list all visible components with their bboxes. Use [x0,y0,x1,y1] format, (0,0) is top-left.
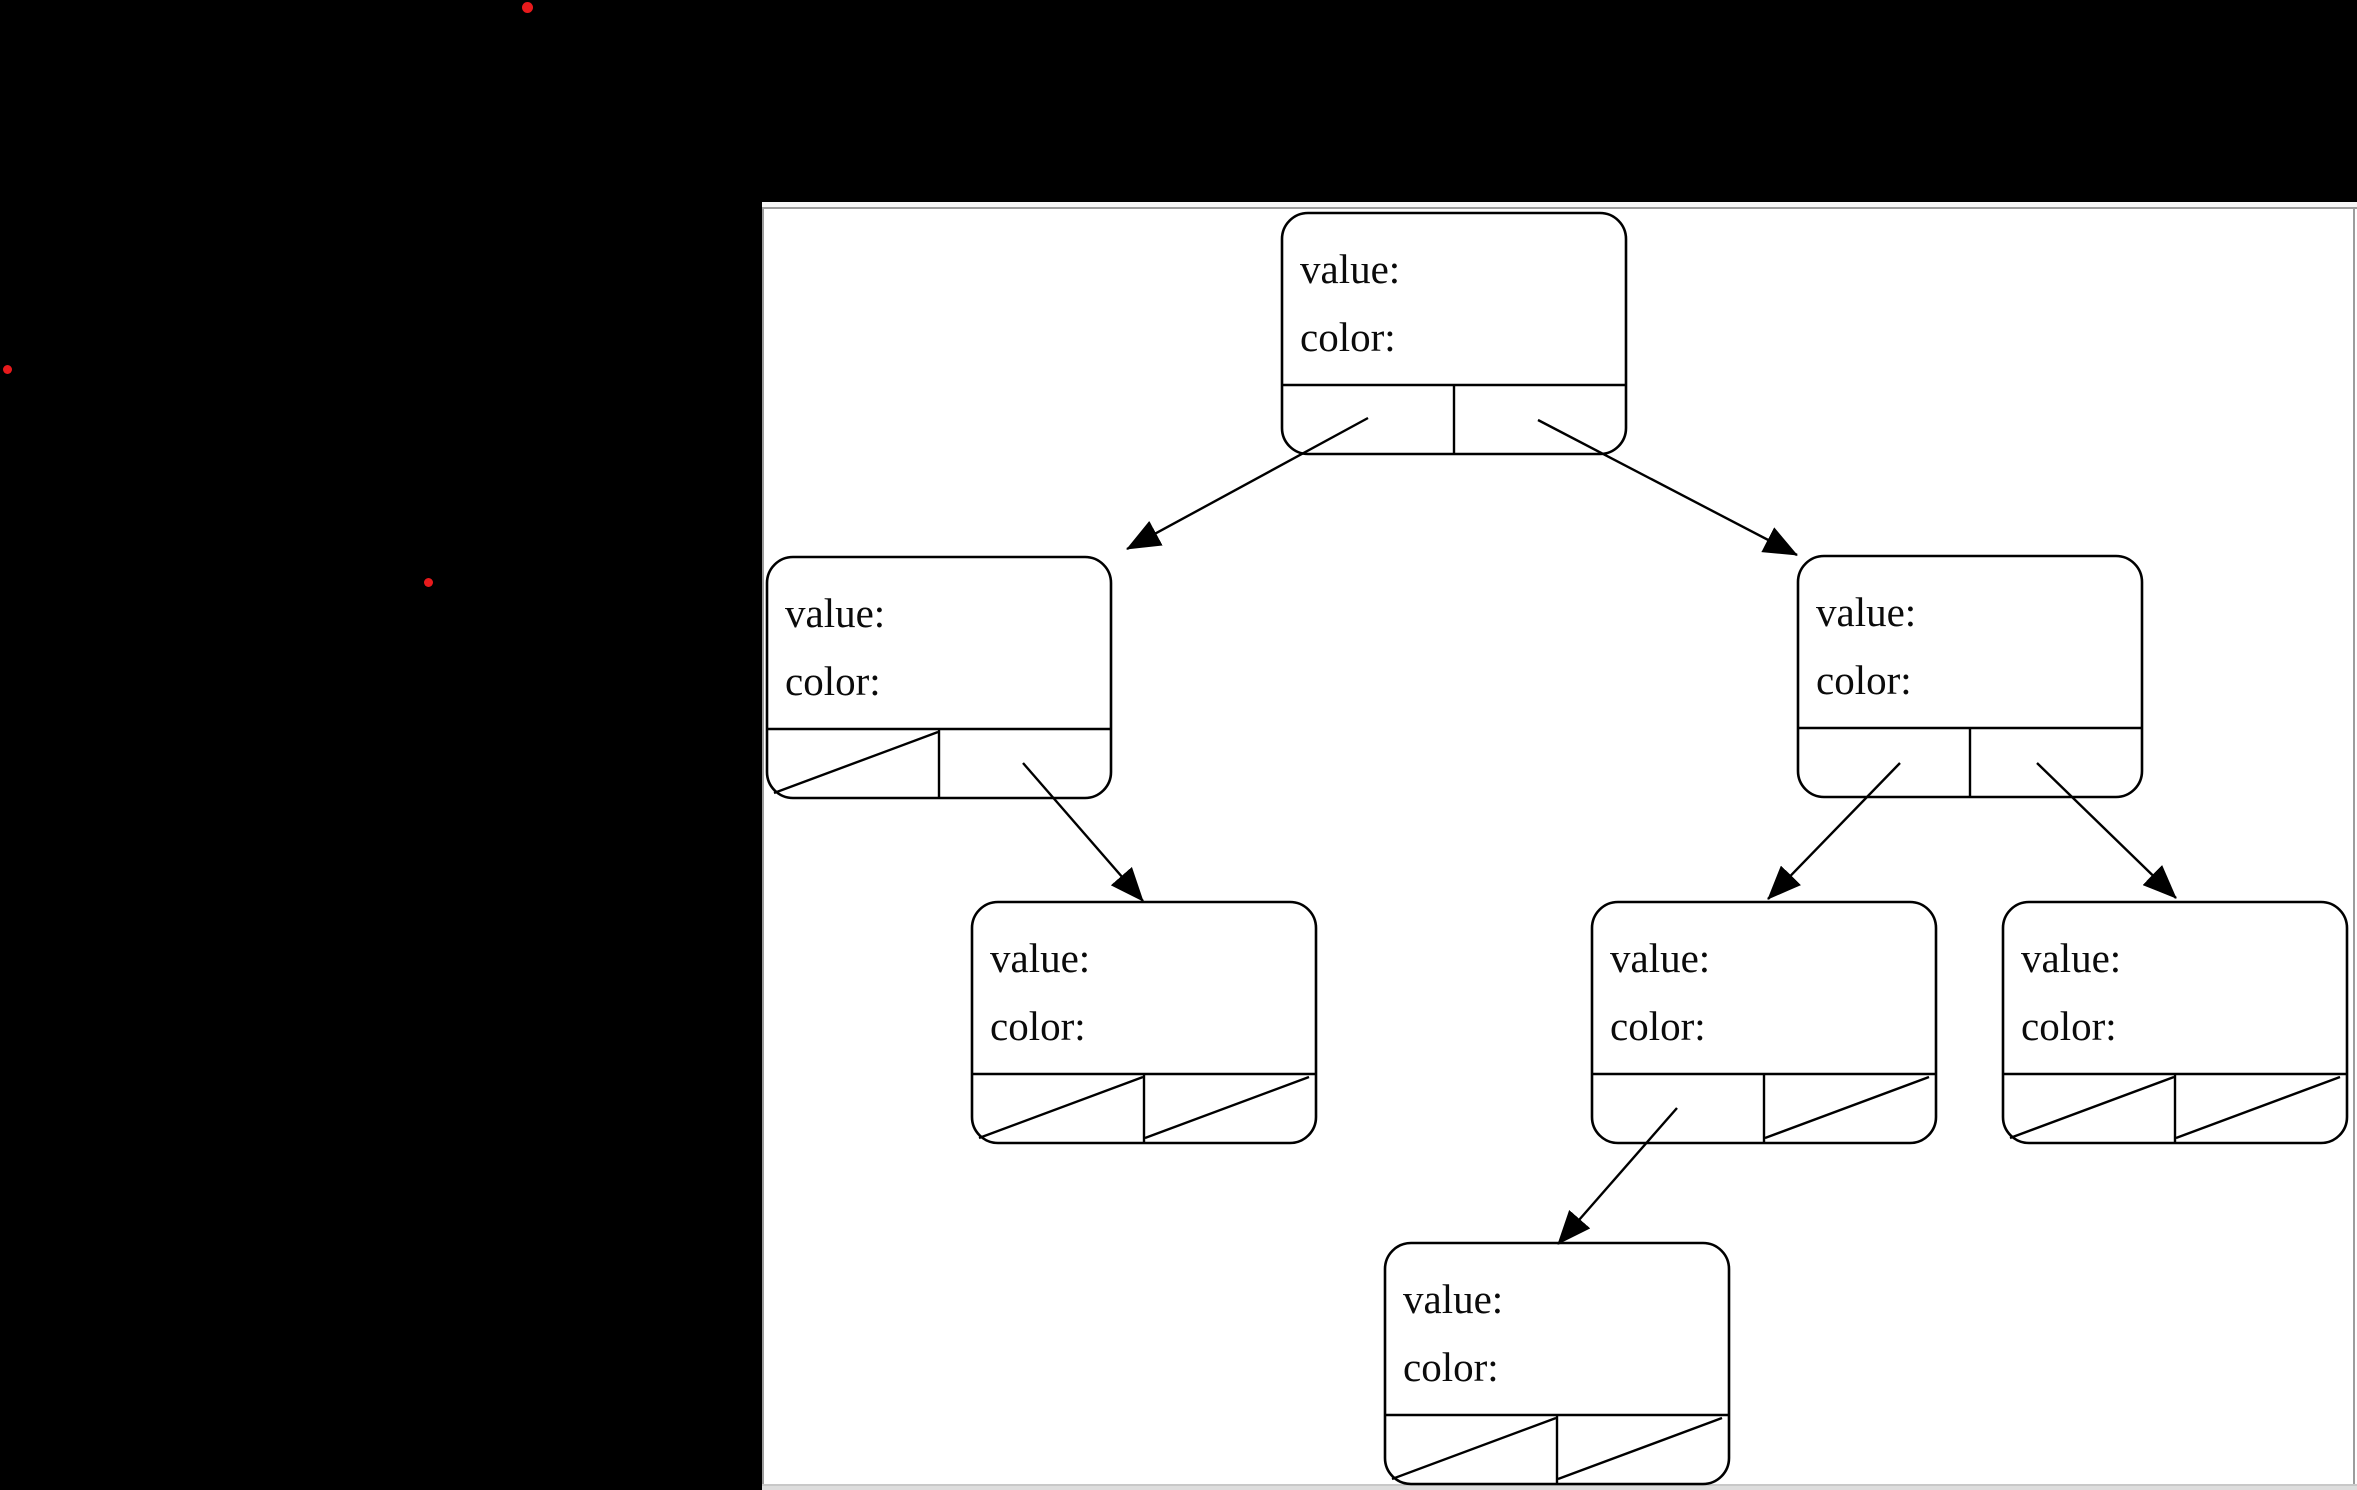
tree-edge-right-left-grandchild-left [1557,1107,1678,1245]
tree-node-left-right-grandchild: value: color: [970,900,1318,1145]
tree-node-left-child: value: color: [765,555,1113,800]
node-color-label: color: [785,658,881,704]
null-pointer-slash-left [2009,1075,2175,1140]
tree-node-root: value: color: [1280,211,1628,456]
node-color-label: color: [1300,314,1396,360]
node-value-label: value: [1610,935,1710,981]
red-dot [423,577,433,587]
diagram-panel: value:color:value:color:value:color:valu… [762,202,2357,1490]
tree-edge-left-child-right [1022,762,1144,902]
tree-edge-right-child-left [1767,762,1901,900]
node-value-label: value: [1300,246,1400,292]
null-pointer-slash-left [978,1075,1144,1140]
tree-node-right-right-grandchild: value: color: [2001,900,2349,1145]
null-pointer-slash-right [1557,1416,1723,1481]
node-value-label: value: [990,935,1090,981]
node-color-label: color: [1403,1344,1499,1390]
tree-node-right-left-grandchild: value: color: [1590,900,1938,1145]
red-dot [2,364,12,374]
node-value-label: value: [1403,1276,1503,1322]
node-color-label: color: [1816,657,1912,703]
null-pointer-slash-right [1144,1075,1310,1140]
node-color-label: color: [1610,1003,1706,1049]
node-value-label: value: [2021,935,2121,981]
tree-diagram: value:color:value:color:value:color:valu… [765,211,2349,1486]
node-value-label: value: [1816,589,1916,635]
tree-node-right-child: value: color: [1796,554,2144,799]
null-pointer-slash-left [1391,1416,1557,1481]
null-pointer-slash-right [2175,1075,2341,1140]
tree-edge-right-child-right [2036,762,2177,899]
red-dot [521,1,533,13]
null-pointer-slash-left [773,730,939,795]
node-value-label: value: [785,590,885,636]
null-pointer-slash-right [1764,1075,1930,1140]
tree-node-bottom-node: value: color: [1383,1241,1731,1486]
tree-edge-root-right [1537,418,1798,557]
node-color-label: color: [2021,1003,2117,1049]
node-color-label: color: [990,1003,1086,1049]
tree-edge-root-left [1126,416,1369,551]
